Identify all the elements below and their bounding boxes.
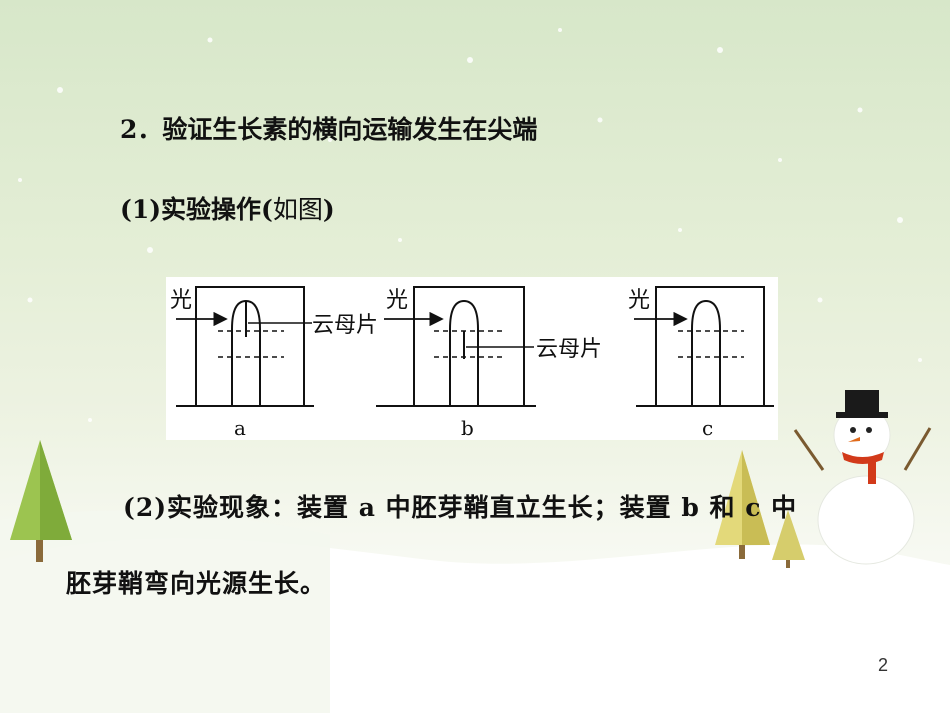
device-label: c [702,416,713,440]
light-label: 光 [628,288,650,313]
mica-label: 云母片 [536,337,602,362]
experiment-diagram: 光 云母片 a 光 云母片 b 光 c [166,277,778,440]
coleoptile [449,299,479,406]
snowman-icon [793,390,932,565]
page-number: 2 [878,655,889,675]
light-label: 光 [170,288,192,313]
box-outline [195,286,305,406]
subheading-paren-text: 如图 [272,195,323,224]
subheading-close: ) [322,195,335,224]
tree-icon [715,450,770,559]
section-subheading: (1)实验操作(如图) [120,190,335,226]
tree-icon [10,440,72,562]
light-label: 光 [386,288,408,313]
device-a: 光 云母片 a [170,286,378,440]
experiment-diagram-svg: 光 云母片 a 光 云母片 b 光 c [170,286,774,440]
device-c: 光 c [628,286,774,440]
mica-label: 云母片 [312,313,378,338]
page-title: 2．验证生长素的横向运输发生在尖端 [120,115,538,144]
device-b: 光 云母片 b [376,286,602,440]
snow-hill-back [0,510,330,713]
observation-line-1: (2)实验现象：装置 a 中胚芽鞘直立生长；装置 b 和 c 中 [123,493,798,522]
tree-icon [772,510,805,568]
device-label: b [461,416,474,440]
box-outline [655,286,765,406]
subheading-text: (1)实验操作( [120,195,273,224]
device-label: a [234,416,246,440]
observation-line-2: 胚芽鞘弯向光源生长。 [66,569,327,598]
coleoptile [691,299,721,406]
snowflakes [18,28,922,422]
